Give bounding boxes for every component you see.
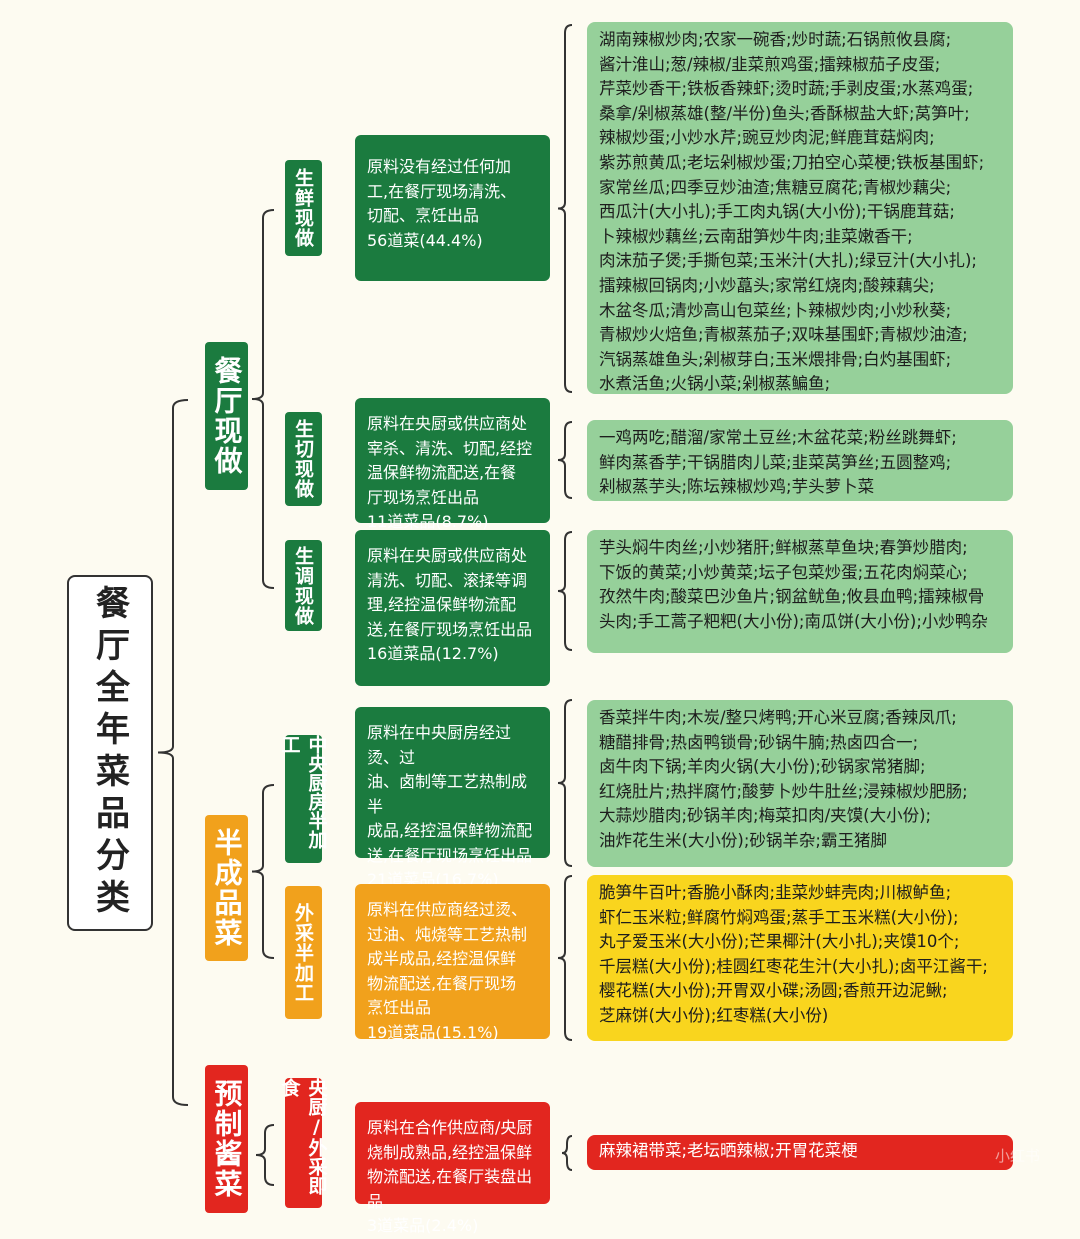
brace <box>157 399 189 1106</box>
dish-line: 大蒜炒腊肉;砂锅羊肉;梅菜扣肉/夹馍(大小份); <box>599 806 932 826</box>
description-line: 送,在餐厅现场烹饪出品 <box>367 619 533 639</box>
description-line: 送,在餐厅现场烹饪出品 <box>367 845 533 865</box>
description-line: 物流配送,在餐厅装盘出品 <box>367 1167 533 1211</box>
description-line: 工,在餐厅现场清洗、 <box>367 181 517 201</box>
description-line: 16道菜品(12.7%) <box>367 644 499 663</box>
dish-list: 香菜拌牛肉;木炭/整只烤鸭;开心米豆腐;香辣凤爪; 糖醋排骨;热卤鸭锁骨;砂锅牛腩… <box>587 700 1013 867</box>
subcategory-seasoned-made: 生调现做 <box>285 540 322 631</box>
dish-line: 虾仁玉米粒;鲜腐竹焖鸡蛋;蒸手工玉米糕(大小份); <box>599 907 959 927</box>
dish-list: 一鸡两吃;醋溜/家常土豆丝;木盆花菜;粉丝跳舞虾; 鲜肉蒸香芋;干锅腊肉儿菜;韭菜… <box>587 420 1013 501</box>
dish-line: 卤牛肉下锅;羊肉火锅(大小份);砂锅家常猪脚; <box>599 757 926 777</box>
brace <box>251 784 275 959</box>
dish-line: 脆笋牛百叶;香脆小酥肉;韭菜炒蚌壳肉;川椒鲈鱼; <box>599 883 952 902</box>
dish-line: 红烧肚片;热拌腐竹;酸萝卜炒牛肚丝;浸辣椒炒肥肠; <box>599 781 968 801</box>
brace <box>557 531 573 651</box>
dish-line: 卜辣椒炒藕丝;云南甜笋炒牛肉;韭菜嫩香干; <box>599 226 913 246</box>
dish-line: 丸子爱玉米(大小份);芒果椰汁(大小扎);夹馍10个; <box>599 932 960 952</box>
category-prepared-pickles: 预制酱菜 <box>205 1065 248 1213</box>
description-box: 原料在央厨或供应商处清洗、切配、滚揉等调理,经控温保鲜物流配送,在餐厅现场烹饪出… <box>355 530 550 686</box>
watermark-logo: 小红书 <box>995 1147 1041 1165</box>
subcategory-central-kitchen: 中央厨房半加工 <box>279 735 328 863</box>
description-line: 烹饪出品 <box>367 998 432 1017</box>
dish-line: 孜然牛肉;酸菜巴沙鱼片;钢盆鱿鱼;攸县血鸭;擂辣椒骨 <box>599 587 985 607</box>
subcategory-fresh-made: 生鲜现做 <box>285 160 322 256</box>
dish-line: 芝麻饼(大小份);红枣糕(大小份) <box>599 1005 829 1025</box>
dish-line: 木盆冬瓜;清炒高山包菜丝;卜辣椒炒肉;小炒秋葵; <box>599 300 952 320</box>
dish-line: 鲜肉蒸香芋;干锅腊肉儿菜;韭菜莴笋丝;五圆整鸡; <box>599 452 952 472</box>
description-line: 19道菜品(15.1%) <box>367 1022 499 1042</box>
description-line: 原料在央厨或供应商处 <box>367 546 528 565</box>
dish-line: 糖醋排骨;热卤鸭锁骨;砂锅牛腩;热卤四合一; <box>599 732 919 752</box>
dish-line: 肉沫茄子煲;手撕包菜;玉米汁(大扎);绿豆汁(大小扎); <box>599 251 977 271</box>
root-node: 餐厅全年菜品分类 <box>67 575 153 931</box>
category-restaurant-made: 餐厅现做 <box>205 342 248 490</box>
dish-line: 芋头焖牛肉丝;小炒猪肝;鲜椒蒸草鱼块;春笋炒腊肉; <box>599 538 968 557</box>
dish-list: 湖南辣椒炒肉;农家一碗香;炒时蔬;石锅煎攸县腐; 酱汁淮山;葱/辣椒/韭菜煎鸡蛋;… <box>587 22 1013 394</box>
dish-list: 麻辣裙带菜;老坛晒辣椒;开胃花菜梗 <box>587 1135 1013 1170</box>
description-line: 厅现场烹饪出品 <box>367 487 480 507</box>
brace <box>557 421 573 499</box>
description-line: 油、卤制等工艺热制成半 <box>367 772 528 816</box>
dish-line: 西瓜汁(大小扎);手工肉丸锅(大小份);干锅鹿茸菇; <box>599 202 955 222</box>
dish-line: 头肉;手工蒿子粑粑(大小份);南瓜饼(大小份);小炒鸭杂 <box>599 611 988 631</box>
dish-line: 水煮活鱼;火锅小菜;剁椒蒸鳊鱼; <box>599 374 831 394</box>
dish-line: 湖南辣椒炒肉;农家一碗香;炒时蔬;石锅煎攸县腐; <box>599 30 952 49</box>
dish-line: 下饭的黄菜;小炒黄菜;坛子包菜炒蛋;五花肉焖菜心; <box>599 562 968 582</box>
description-line: 成半成品,经控温保鲜 <box>367 949 517 968</box>
description-line: 原料没有经过任何加 <box>367 157 512 176</box>
description-box: 原料没有经过任何加工,在餐厅现场清洗、切配、烹饪出品 56道菜(44.4%) <box>355 135 550 281</box>
dish-line: 芹菜炒香干;铁板香辣虾;烫时蔬;手剥皮蛋;水蒸鸡蛋; <box>599 79 974 99</box>
description-line: 切配、烹饪出品 <box>367 206 480 225</box>
description-line: 原料在央厨或供应商处 <box>367 414 528 433</box>
description-box: 原料在央厨或供应商处宰杀、清洗、切配,经控温保鲜物流配送,在餐厅现场烹饪出品 11… <box>355 398 550 531</box>
dish-list: 脆笋牛百叶;香脆小酥肉;韭菜炒蚌壳肉;川椒鲈鱼; 虾仁玉米粒;鲜腐竹焖鸡蛋;蒸手工… <box>587 875 1013 1041</box>
description-box: 原料在供应商经过烫、过油、炖烧等工艺热制成半成品,经控温保鲜物流配送,在餐厅现场… <box>355 884 550 1042</box>
dish-line: 擂辣椒回锅肉;小炒藠头;家常红烧肉;酸辣藕尖; <box>599 275 935 295</box>
dish-line: 汽锅蒸雄鱼头;剁椒芽白;玉米煨排骨;白灼基围虾; <box>599 349 952 369</box>
dish-line: 一鸡两吃;醋溜/家常土豆丝;木盆花菜;粉丝跳舞虾; <box>599 428 957 447</box>
description-line: 清洗、切配、滚揉等调 <box>367 570 528 590</box>
brace <box>557 875 573 1041</box>
description-box: 原料在合作供应商/央厨烧制成熟品,经控温保鲜物流配送,在餐厅装盘出品 3道菜品(2… <box>355 1102 550 1235</box>
dish-list: 芋头焖牛肉丝;小炒猪肝;鲜椒蒸草鱼块;春笋炒腊肉; 下饭的黄菜;小炒黄菜;坛子包菜… <box>587 530 1013 653</box>
dish-line: 油炸花生米(大小份);砂锅羊杂;霸王猪脚 <box>599 830 887 850</box>
brace <box>557 699 573 867</box>
dish-line: 香菜拌牛肉;木炭/整只烤鸭;开心米豆腐;香辣凤爪; <box>599 708 957 727</box>
description-box: 原料在中央厨房经过烫、过油、卤制等工艺热制成半成品,经控温保鲜物流配送,在餐厅现… <box>355 707 550 889</box>
dish-line: 酱汁淮山;葱/辣椒/韭菜煎鸡蛋;擂辣椒茄子皮蛋; <box>599 54 941 74</box>
dish-line: 家常丝瓜;四季豆炒油渣;焦糖豆腐花;青椒炒藕尖; <box>599 177 952 197</box>
subcategory-ready-to-eat: 央厨/外采即食 <box>279 1078 328 1208</box>
dish-line: 千层糕(大小份);桂圆红枣花生汁(大小扎);卤平江酱干; <box>599 956 988 976</box>
dish-line: 樱花糕(大小份);开胃双小碟;汤圆;香煎开边泥鳅; <box>599 981 948 1001</box>
description-line: 11道菜品(8.7%) <box>367 512 489 531</box>
dish-line: 青椒炒火焙鱼;青椒蒸茄子;双味基围虾;青椒炒油渣; <box>599 325 968 345</box>
subcategory-cut-made: 生切现做 <box>285 412 322 506</box>
description-line: 3道菜品(2.4%) <box>367 1216 479 1235</box>
description-line: 原料在合作供应商/央厨 <box>367 1118 533 1137</box>
description-line: 原料在中央厨房经过烫、过 <box>367 723 512 767</box>
dish-line: 紫苏煎黄瓜;老坛剁椒炒蛋;刀拍空心菜梗;铁板基围虾; <box>599 152 985 172</box>
description-line: 成品,经控温保鲜物流配 <box>367 821 533 840</box>
description-line: 理,经控温保鲜物流配 <box>367 595 517 614</box>
dish-line: 剁椒蒸芋头;陈坛辣椒炒鸡;芋头萝卜菜 <box>599 477 875 497</box>
subcategory-outsourced-semi: 外采半加工 <box>285 886 322 1019</box>
brace <box>255 1124 275 1186</box>
description-line: 烧制成熟品,经控温保鲜 <box>367 1142 533 1162</box>
description-line: 物流配送,在餐厅现场 <box>367 973 517 993</box>
description-line: 宰杀、清洗、切配,经控 <box>367 438 533 458</box>
dish-line: 辣椒炒蛋;小炒水芹;豌豆炒肉泥;鲜鹿茸菇焖肉; <box>599 128 935 148</box>
dish-line: 麻辣裙带菜;老坛晒辣椒;开胃花菜梗 <box>599 1141 858 1160</box>
description-line: 56道菜(44.4%) <box>367 230 483 250</box>
category-semi-finished: 半成品菜 <box>205 815 248 961</box>
description-line: 温保鲜物流配送,在餐 <box>367 463 517 482</box>
dish-line: 桑拿/剁椒蒸雄(整/半份)鱼头;香酥椒盐大虾;莴笋叶; <box>599 103 970 123</box>
brace <box>251 209 275 589</box>
brace <box>557 24 573 393</box>
brace <box>561 1135 573 1171</box>
description-line: 过油、炖烧等工艺热制 <box>367 924 528 944</box>
description-line: 原料在供应商经过烫、 <box>367 900 528 919</box>
